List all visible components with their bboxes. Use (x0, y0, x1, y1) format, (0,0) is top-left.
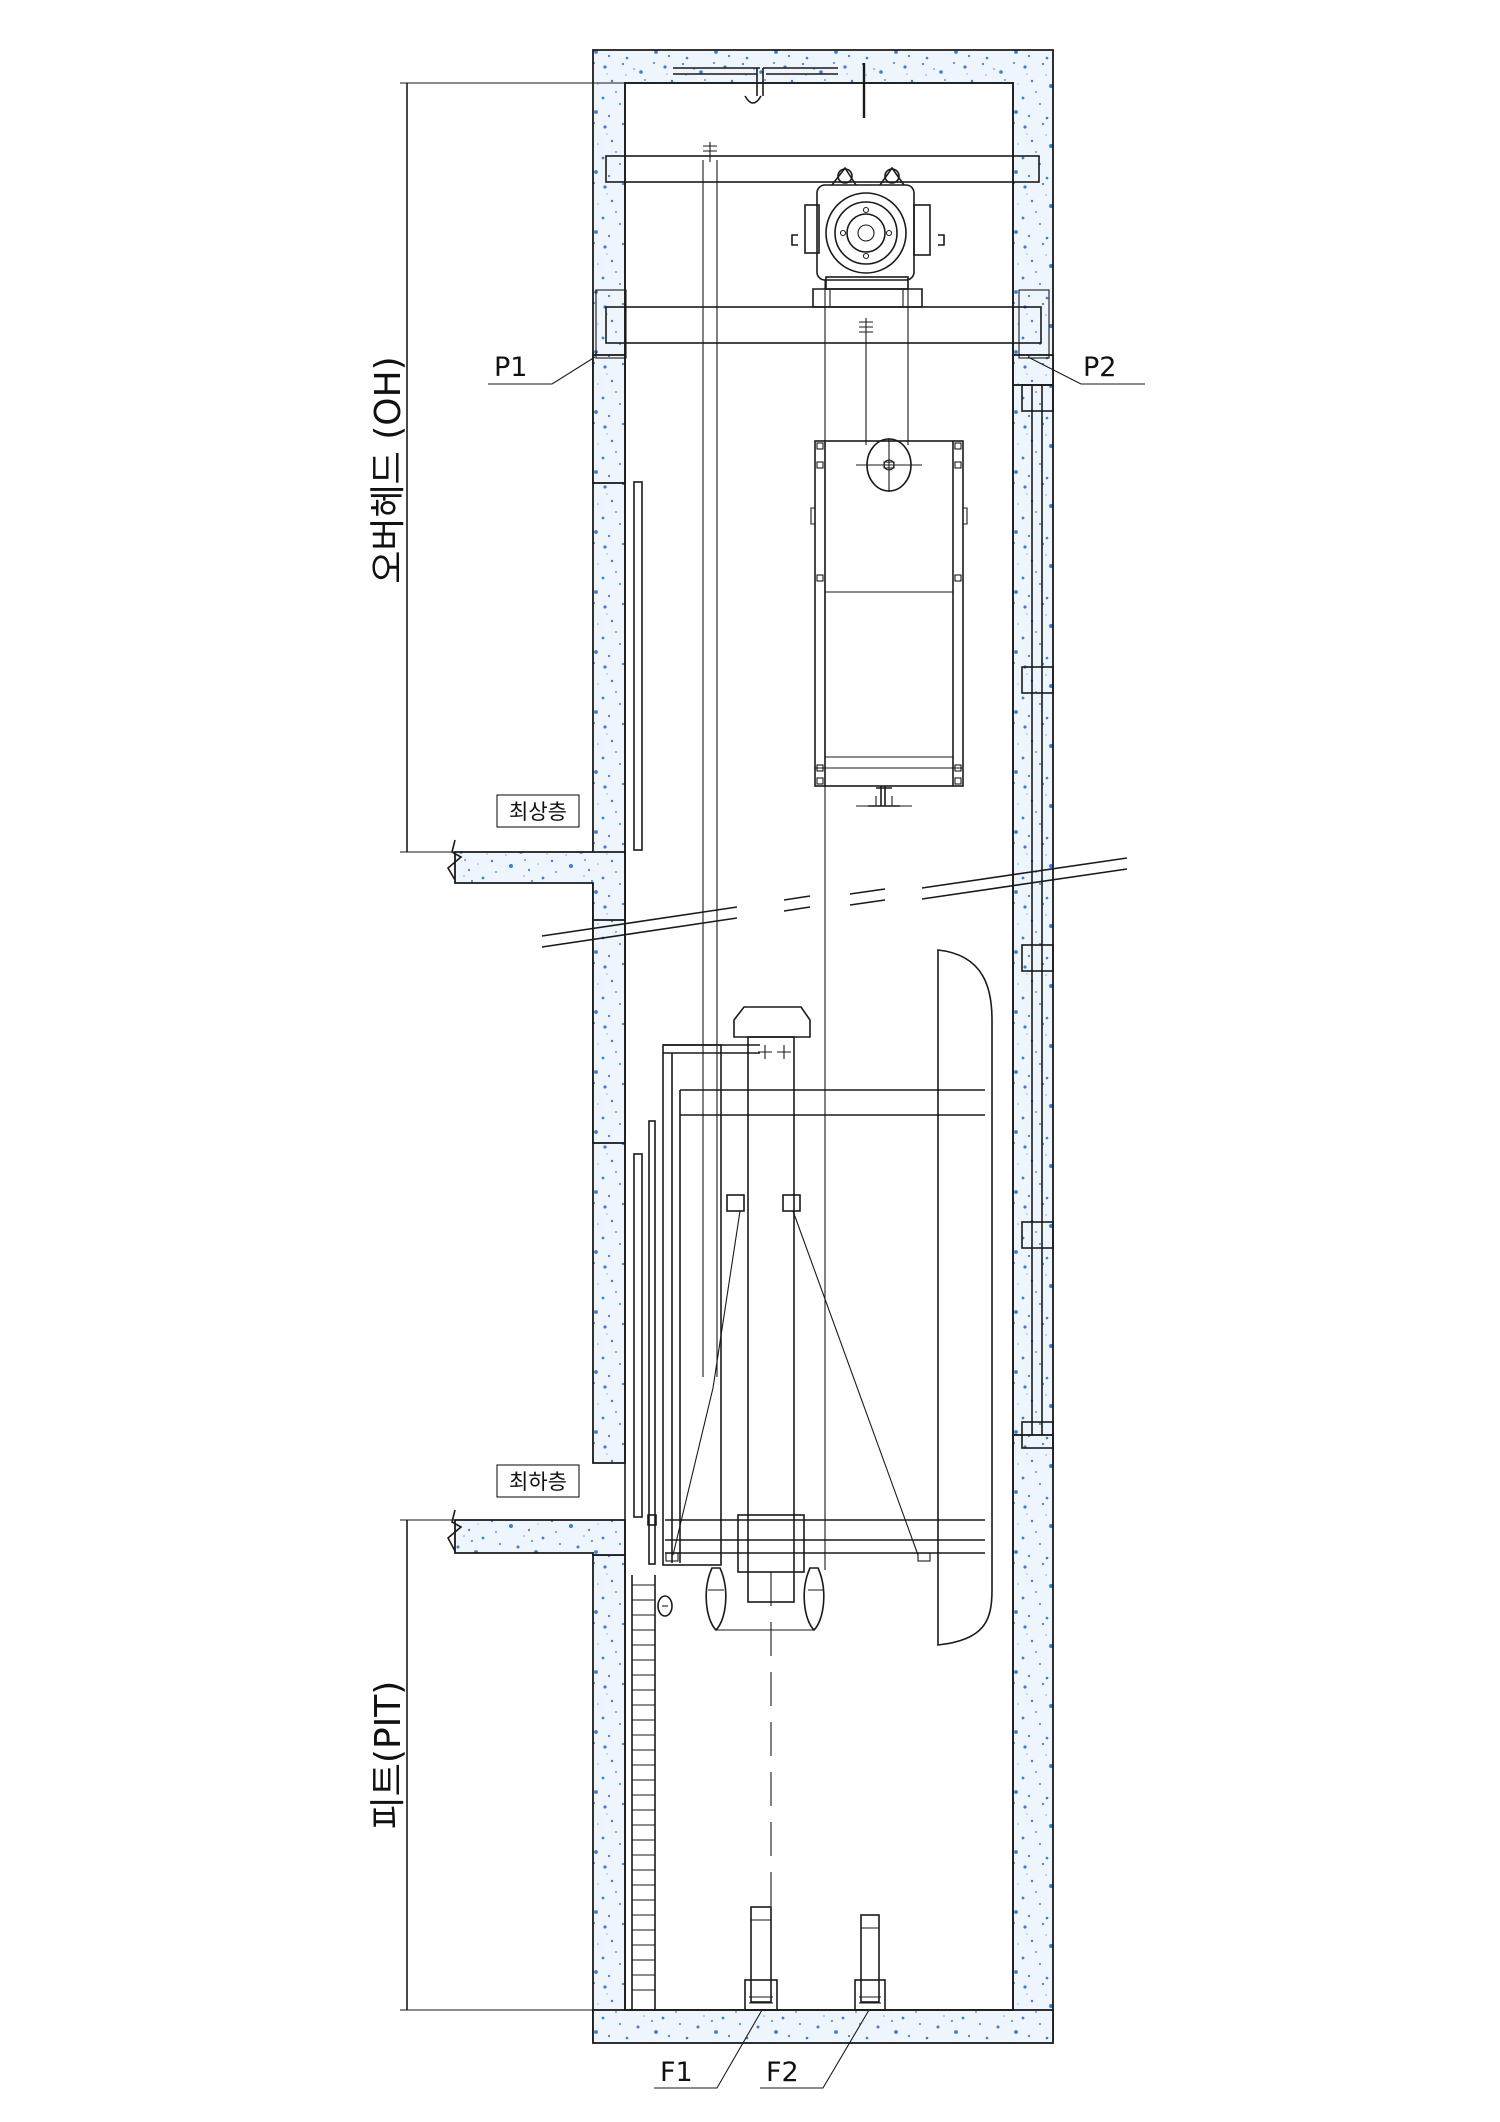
machine-area (595, 63, 1050, 359)
pit-label: 피트(PIT) (368, 1681, 409, 1830)
hoistway-walls (446, 49, 1054, 2044)
f2-label: F2 (766, 2057, 799, 2088)
bottom-floor-label: 최하층 (509, 1470, 567, 1494)
leader-p2: P2 (1027, 352, 1145, 385)
left-wall-lower (592, 1554, 626, 2041)
bottom-floor-label-box (496, 1464, 580, 1498)
rope-hitch-left (703, 142, 717, 162)
pit-switch-icon (657, 1595, 673, 1617)
lifting-hook (673, 67, 838, 104)
traction-machine-icon (791, 166, 945, 308)
overhead-label: 오버헤드 (OH) (368, 356, 409, 583)
elevator-car (662, 949, 993, 1920)
leader-p1: P1 (488, 352, 596, 385)
top-slab (592, 49, 1054, 1464)
lower-beam (605, 306, 1042, 344)
hoistway-inner-outline (624, 82, 1014, 2011)
left-wall-mid (592, 882, 626, 1144)
right-wall-lower (1012, 1434, 1054, 2041)
top-floor-label: 최상층 (509, 800, 567, 824)
break-lines (541, 857, 1128, 948)
car-frame-upper (810, 438, 968, 807)
p1-label: P1 (494, 352, 527, 383)
upper-beam (605, 155, 1040, 183)
leader-f1: F1 (654, 2009, 763, 2089)
buffer-f1-icon (750, 1906, 772, 2003)
hall-doors (633, 481, 656, 1565)
top-floor-slab (454, 851, 626, 921)
dimensions (400, 82, 625, 2011)
top-floor-label-box (496, 794, 580, 828)
f1-label: F1 (660, 2057, 693, 2088)
p2-label: P2 (1083, 352, 1116, 383)
leader-f2: F2 (760, 2009, 870, 2089)
buffer-f2-icon (860, 1914, 880, 2003)
guide-rail-right (1021, 384, 1054, 1449)
left-wall-upper (592, 354, 626, 484)
pit-buffers (744, 1906, 886, 2011)
beam-seat-right (1018, 289, 1050, 359)
pit-floor (592, 2009, 1054, 2044)
beam-seat-left (595, 289, 627, 359)
pit-ladder (631, 1514, 673, 2010)
slab-break-top (446, 839, 463, 881)
rope-hitch-center (859, 318, 873, 338)
hoist-ropes (702, 160, 909, 1570)
slab-break-bottom (446, 1509, 463, 1552)
bottom-floor-slab (454, 1519, 626, 1556)
